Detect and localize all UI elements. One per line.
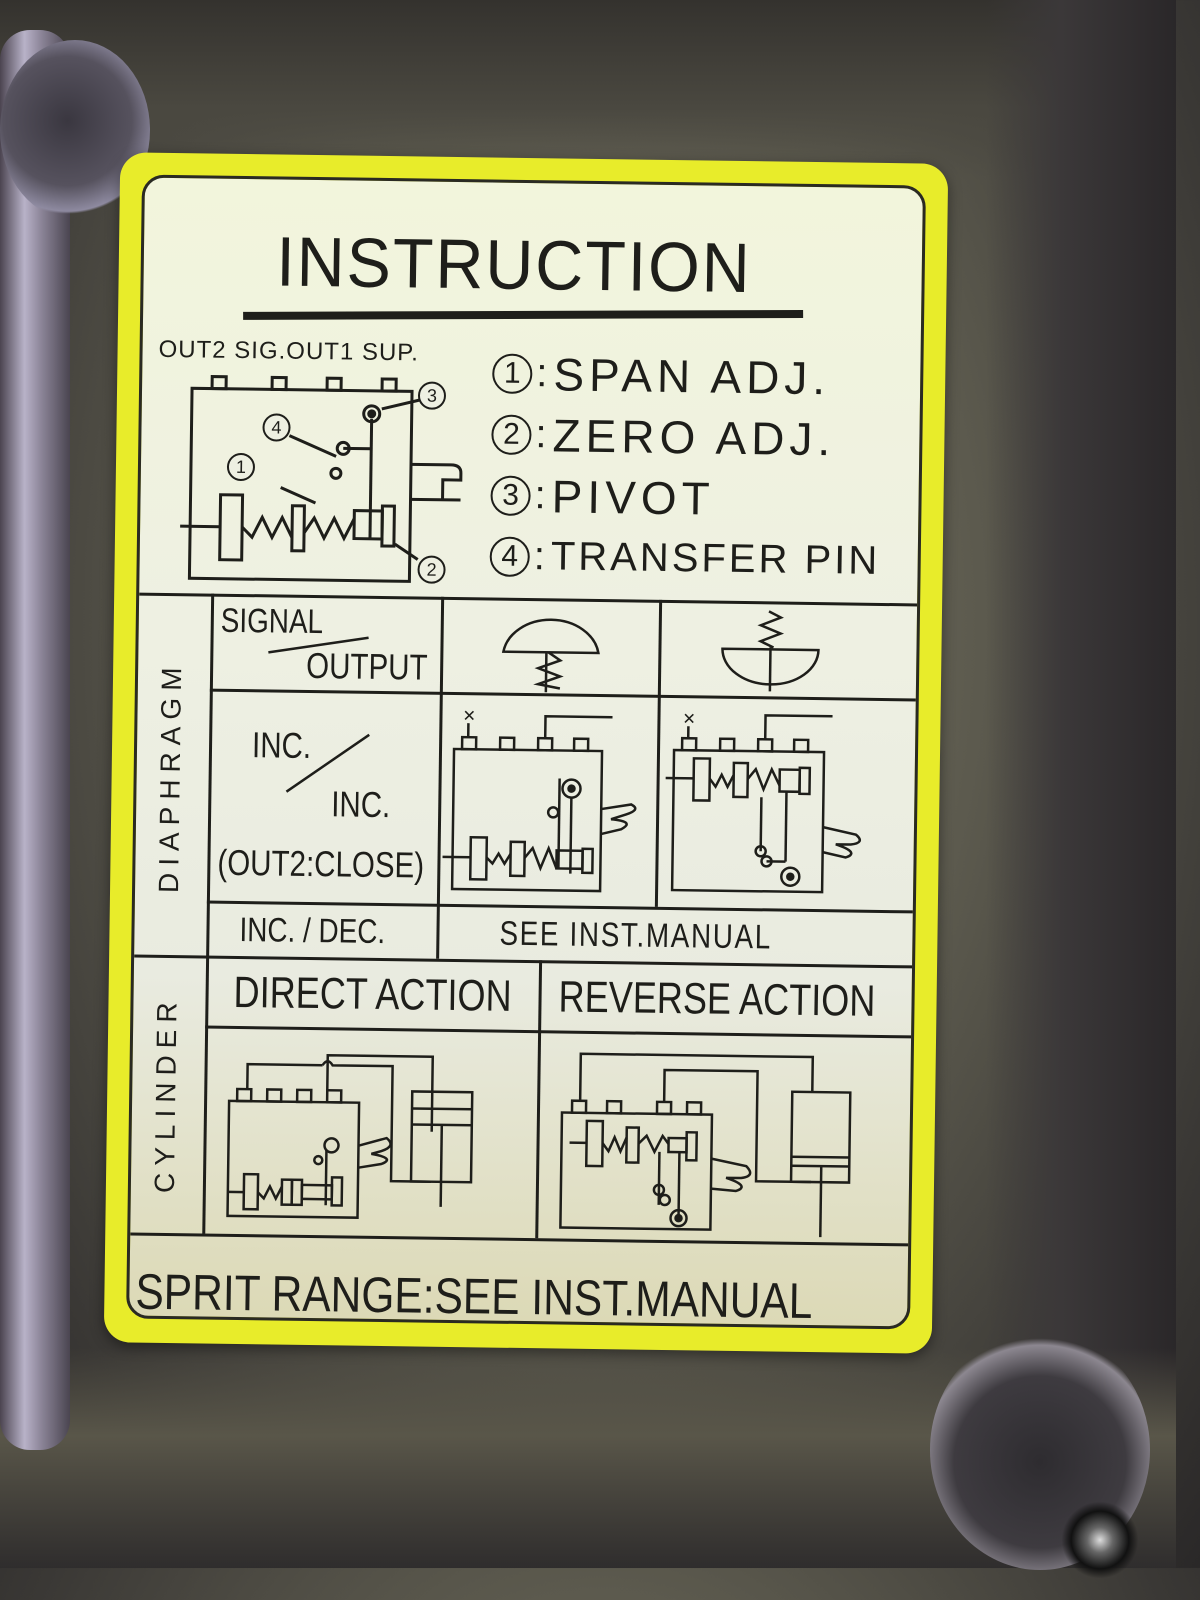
colon: :	[535, 351, 548, 396]
svg-text:✕: ✕	[682, 711, 696, 728]
legend-text: PIVOT	[551, 469, 716, 525]
diaphragm-spring-below-icon	[501, 618, 600, 693]
legend-item-span: 1 : SPAN ADJ.	[492, 342, 883, 408]
diaphragm-reverse-diagram-icon: ✕	[665, 711, 862, 894]
colon: :	[533, 534, 546, 579]
screw-bottom-right	[1050, 1500, 1150, 1580]
legend-item-pivot: 3 : PIVOT	[490, 464, 881, 530]
number-circle-icon: 4	[489, 535, 531, 577]
diagonal-divider	[285, 733, 370, 793]
svg-text:✕: ✕	[462, 708, 476, 725]
left-pipe	[0, 30, 70, 1450]
instruction-sticker: INSTRUCTION OUT2 SIG.OUT1 SUP.	[103, 152, 949, 1354]
action-table: DIAPHRAGM CYLINDER SIGNAL OUTPUT	[130, 592, 920, 1274]
terminal-labels: OUT2 SIG.OUT1 SUP.	[158, 335, 420, 367]
section-label-diaphragm: DIAPHRAGM	[153, 660, 188, 894]
legend-text: SPAN ADJ.	[553, 347, 831, 404]
cylinder-reverse-diagram-icon	[559, 1052, 852, 1238]
positioner-diagram: 1 2 3 4	[179, 366, 482, 595]
section-label-cylinder: CYLINDER	[148, 995, 183, 1194]
header-output: OUTPUT	[305, 644, 428, 688]
number-circle-icon: 2	[491, 413, 532, 455]
spring-range-note: SPRIT RANGE:SEE INST.MANUAL	[135, 1263, 813, 1330]
housing-top	[0, 0, 1176, 180]
diagonal-divider	[268, 636, 369, 654]
direct-action-header: DIRECT ACTION	[233, 967, 512, 1021]
legend-text: TRANSFER PIN	[550, 534, 881, 583]
callout-3: 3	[427, 386, 437, 406]
inc-output: INC.	[330, 783, 391, 826]
legend-text: ZERO ADJ.	[552, 408, 836, 465]
cylinder-direct-diagram-icon	[226, 1053, 474, 1219]
positioner-diagram-icon: 1 2 3 4	[180, 375, 463, 584]
label-title: INSTRUCTION	[275, 222, 753, 308]
housing-right	[986, 0, 1176, 1568]
inc-dec-label: INC. / DEC.	[239, 911, 386, 952]
divider	[134, 954, 915, 969]
callout-1: 1	[236, 457, 246, 477]
see-inst-manual: SEE INST.MANUAL	[499, 914, 773, 957]
legend-item-transfer-pin: 4 : TRANSFER PIN	[489, 525, 881, 591]
instruction-label: INSTRUCTION OUT2 SIG.OUT1 SUP.	[126, 174, 926, 1330]
title-underline	[243, 309, 804, 320]
divider	[202, 593, 215, 1234]
number-circle-icon: 3	[490, 474, 531, 516]
callout-2: 2	[426, 560, 436, 580]
colon: :	[535, 412, 547, 457]
callout-4: 4	[271, 417, 281, 437]
divider	[654, 599, 663, 907]
legend-item-zero: 2 : ZERO ADJ.	[491, 403, 882, 469]
colon: :	[534, 473, 547, 518]
reverse-action-header: REVERSE ACTION	[558, 972, 876, 1026]
number-circle-icon: 1	[492, 352, 533, 394]
out2-close-note: (OUT2:CLOSE)	[217, 841, 425, 886]
diaphragm-direct-diagram-icon: ✕	[442, 708, 637, 893]
diaphragm-spring-above-icon	[721, 610, 820, 692]
divider	[535, 960, 543, 1239]
adjustment-legend: 1 : SPAN ADJ. 2 : ZERO ADJ. 3 : PIVOT 4 …	[489, 342, 883, 591]
